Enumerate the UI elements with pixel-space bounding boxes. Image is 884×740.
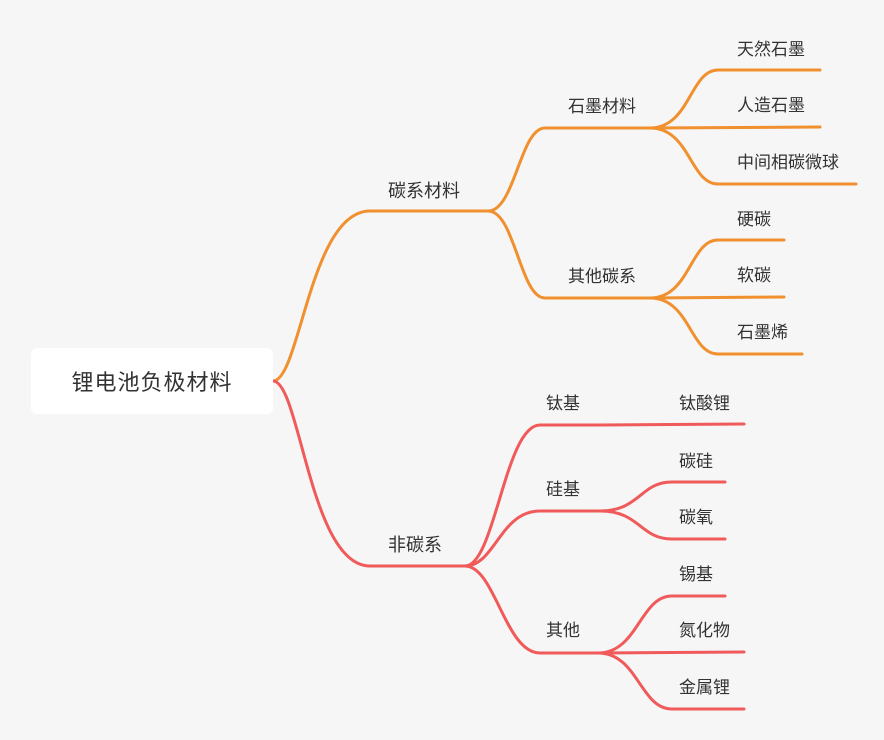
node-nitride[interactable]: 氮化物 — [679, 621, 730, 641]
connector-othercarbon-hard — [648, 238, 786, 300]
node-soft-carbon[interactable]: 软碳 — [737, 266, 771, 286]
connector-silicon-cox — [598, 509, 727, 541]
connector-root-carbon — [271, 209, 490, 383]
node-lithium-metal[interactable]: 金属锂 — [679, 678, 730, 698]
connector-other-nitride — [596, 650, 746, 655]
node-mcmb[interactable]: 中间相碳微球 — [737, 153, 839, 173]
connector-silicon-csi — [598, 480, 727, 513]
connector-othercarbon-soft — [648, 295, 786, 300]
connector-other-lithium — [596, 651, 746, 711]
node-graphene[interactable]: 石墨烯 — [737, 323, 788, 343]
node-titanium-based[interactable]: 钛基 — [546, 394, 580, 414]
connector-other-tin — [596, 594, 727, 655]
node-natural-graphite[interactable]: 天然石墨 — [737, 40, 805, 60]
node-carbon-materials[interactable]: 碳系材料 — [388, 181, 460, 202]
connector-noncarbon-titanium — [463, 422, 746, 568]
node-noncarbon[interactable]: 非碳系 — [388, 535, 442, 556]
root-node-label: 锂电池负极材料 — [71, 371, 233, 396]
noncarbon-branch-connectors — [271, 379, 746, 711]
connector-graphite-mcmb — [648, 126, 858, 186]
node-lithium-titanate[interactable]: 钛酸锂 — [679, 394, 730, 414]
connector-graphite-artificial — [648, 125, 822, 130]
node-carbon-silicon[interactable]: 碳硅 — [679, 452, 713, 472]
node-tin-based[interactable]: 锡基 — [679, 565, 713, 585]
node-carbon-oxygen[interactable]: 碳氧 — [679, 508, 713, 528]
connector-carbon-graphite — [486, 126, 652, 213]
node-artificial-graphite[interactable]: 人造石墨 — [737, 96, 805, 116]
node-hard-carbon[interactable]: 硬碳 — [737, 210, 771, 230]
node-graphite-materials[interactable]: 石墨材料 — [568, 97, 636, 117]
connector-carbon-othercarbon — [486, 209, 652, 300]
node-other-carbon[interactable]: 其他碳系 — [568, 267, 636, 287]
connector-root-noncarbon — [271, 379, 467, 568]
node-silicon-based[interactable]: 硅基 — [546, 480, 580, 500]
connector-othercarbon-graphene — [648, 296, 804, 356]
carbon-branch-connectors — [271, 68, 858, 383]
connector-noncarbon-silicon — [463, 509, 602, 568]
root-node[interactable]: 锂电池负极材料 — [31, 348, 273, 414]
node-other-noncarbon[interactable]: 其他 — [546, 621, 580, 641]
connector-graphite-natural — [648, 68, 822, 130]
connector-noncarbon-other — [463, 564, 600, 655]
